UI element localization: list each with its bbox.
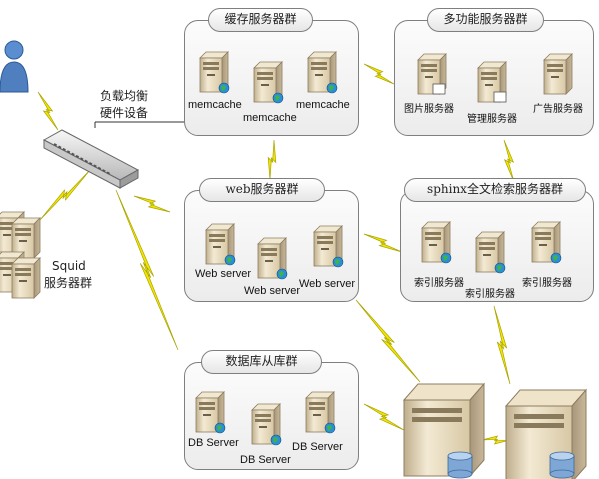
globe-icon — [224, 254, 236, 266]
lightning-links — [37, 63, 515, 445]
squid-label-line2: 服务器群 — [44, 276, 93, 290]
index-server-label-1: 索引服务器 — [414, 278, 464, 289]
management-server — [477, 61, 507, 103]
link-user-switch — [37, 91, 59, 131]
globe-icon — [332, 256, 344, 268]
db-group-title: 数据库从库群 — [201, 350, 322, 374]
db-server-1 — [195, 391, 226, 434]
db-server-label-2: DB Server — [240, 454, 291, 466]
ad-server-label: 广告服务器 — [533, 104, 583, 115]
db-server-label-3: DB Server — [292, 441, 343, 453]
memcache-label-1: memcache — [188, 99, 242, 111]
image-server — [417, 53, 447, 95]
memcache-server-2 — [253, 61, 284, 104]
index-server-label-3: 索引服务器 — [522, 278, 572, 289]
index-server-1 — [421, 221, 452, 264]
management-server-label: 管理服务器 — [467, 114, 517, 125]
load-balancer-switch — [42, 129, 140, 189]
memcache-label-3: memcache — [296, 99, 350, 111]
database-server-master-2 — [505, 389, 587, 479]
db-server-3 — [305, 391, 336, 434]
memcache-server-3 — [307, 51, 338, 94]
web-server-label-1: Web server — [195, 268, 252, 280]
link-sphinx-database — [493, 305, 511, 385]
globe-icon — [324, 422, 336, 434]
load-balancer-label-line2: 硬件设备 — [100, 106, 149, 120]
index-server-2 — [475, 231, 506, 274]
image-server-label: 图片服务器 — [404, 104, 454, 115]
web-group-title: web服务器群 — [199, 178, 325, 202]
link-web-database — [355, 299, 421, 383]
squid-server-stack — [0, 211, 41, 299]
sphinx-group-title: sphinx全文检索服务器群 — [404, 178, 586, 202]
web-server-label-2: Web server — [244, 285, 301, 297]
globe-icon — [270, 434, 282, 446]
load-balancer-label: 负载均衡 硬件设备 — [100, 88, 148, 122]
web-server-label-3: Web server — [299, 278, 356, 290]
db-server-2 — [251, 403, 282, 446]
ad-server — [543, 53, 573, 95]
memcache-server-1 — [199, 51, 230, 94]
link-switch-db — [115, 189, 179, 351]
multi-group-title: 多功能服务器群 — [427, 8, 544, 32]
memcache-label-2: memcache — [243, 112, 297, 124]
web-server-3 — [313, 225, 344, 268]
database-server-master — [403, 383, 485, 479]
index-server-label-2: 索引服务器 — [465, 289, 515, 300]
link-switch-web — [133, 195, 171, 213]
globe-icon — [326, 82, 338, 94]
globe-icon — [214, 422, 226, 434]
web-server-1 — [205, 223, 236, 266]
globe-icon — [272, 92, 284, 104]
globe-icon — [218, 82, 230, 94]
load-balancer-label-line1: 负载均衡 — [100, 89, 149, 103]
db-server-label-1: DB Server — [188, 437, 239, 449]
globe-icon — [440, 252, 452, 264]
squid-label-line1: Squid — [52, 259, 86, 273]
globe-icon — [494, 262, 506, 274]
globe-icon — [276, 268, 288, 280]
squid-label: Squid 服务器群 — [44, 258, 92, 292]
user-icon — [0, 40, 29, 93]
cache-group-title: 缓存服务器群 — [208, 8, 313, 32]
web-server-2 — [257, 237, 288, 280]
index-server-3 — [531, 221, 562, 264]
disk-icon — [447, 451, 473, 479]
globe-icon — [550, 252, 562, 264]
disk-icon — [549, 451, 575, 479]
